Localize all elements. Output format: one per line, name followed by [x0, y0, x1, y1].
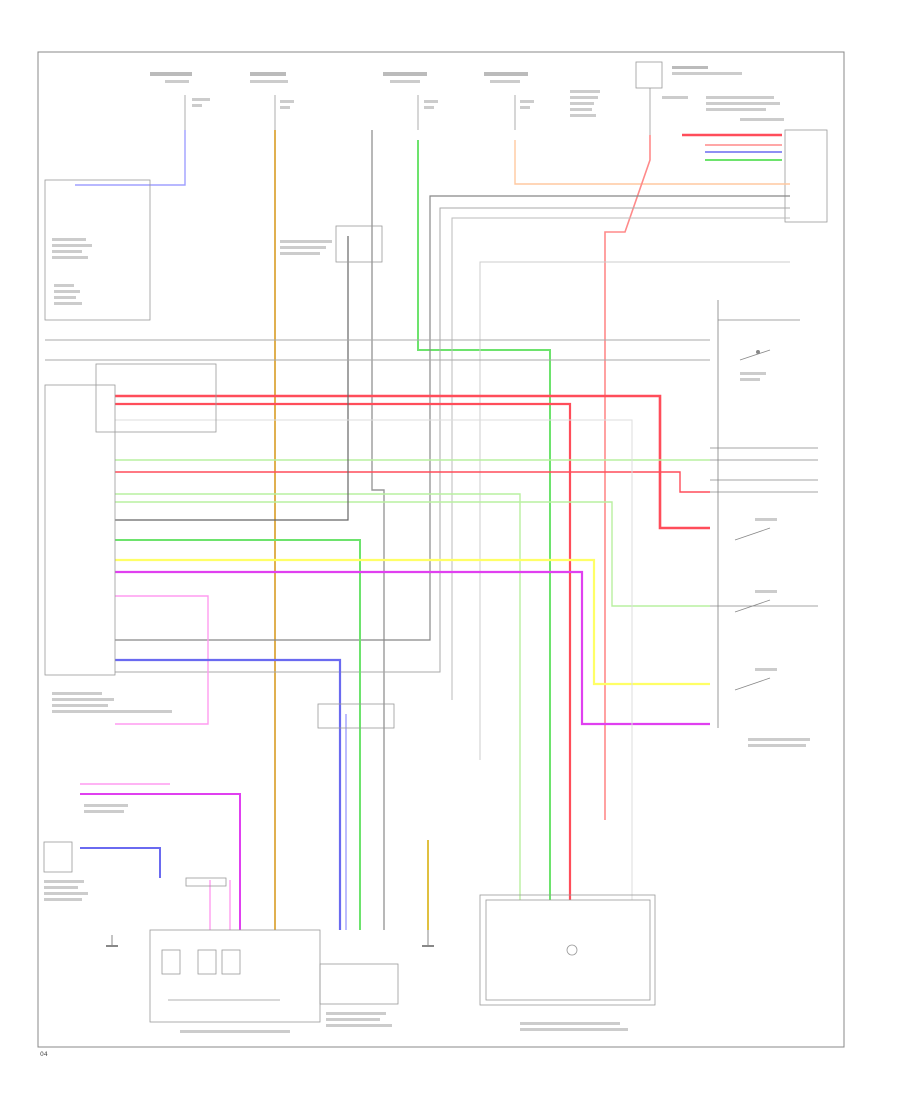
bottom-left-connector [43, 804, 128, 901]
wire-lightgreen-3 [115, 501, 710, 607]
wire-magenta [115, 570, 710, 726]
bottom-right-assembly [479, 894, 656, 1031]
wire-green-1 [417, 140, 551, 900]
footer-code: 04 [40, 1051, 48, 1058]
wire-gray-h2 [115, 207, 790, 673]
wire-gray-h3 [451, 217, 790, 700]
wire-red-3 [115, 471, 710, 493]
center-connector [317, 703, 395, 729]
wire-lightgreen-2 [115, 493, 521, 900]
wire-blue-main [115, 658, 342, 930]
wire-gray-h4 [479, 261, 790, 760]
ground-symbols [106, 930, 434, 947]
bottom-middle-sensor [319, 963, 399, 1027]
wire-blue-top [75, 130, 186, 186]
fuse-block-5 [570, 90, 600, 117]
wire-red-main-2 [115, 402, 572, 900]
wire-orange [514, 140, 790, 185]
fuse-block-2 [250, 72, 294, 130]
diagram-border [37, 51, 845, 1048]
left-top-component [44, 179, 151, 321]
wire-pink-red [604, 135, 651, 820]
right-switches [734, 349, 810, 747]
wire-blue-bottom-left [80, 847, 161, 878]
fuse-block-4 [484, 72, 534, 130]
fuse-block-3 [383, 72, 438, 130]
wire-gray-h1 [115, 195, 790, 641]
top-right-module [635, 61, 828, 223]
wire-lightgray-1 [115, 419, 633, 900]
left-ecu-module [44, 363, 217, 713]
wire-dark-1 [115, 236, 349, 521]
wire-gray-1 [371, 130, 385, 930]
bottom-left-assembly [149, 877, 321, 1033]
wire-red-main-1 [115, 394, 710, 530]
wire-yellow [115, 558, 710, 686]
fuse-block-1 [150, 72, 210, 130]
center-relay [280, 225, 383, 263]
wire-magenta-bottom [80, 793, 241, 930]
wire-green-2 [115, 539, 361, 930]
